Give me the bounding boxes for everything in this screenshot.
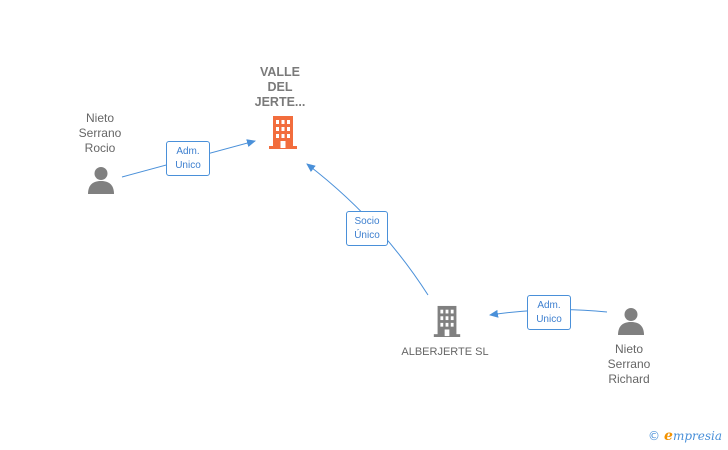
- node-label-richard: Nieto Serrano Richard: [607, 342, 651, 386]
- edge-label-alberjerte-valle[interactable]: Socio Único: [346, 211, 388, 246]
- node-label-valle: VALLE DEL JERTE...: [254, 65, 306, 109]
- person-icon[interactable]: [86, 165, 116, 200]
- person-icon[interactable]: [616, 306, 646, 341]
- brand-logo: ©empresia: [648, 428, 722, 444]
- building-icon[interactable]: [431, 303, 463, 344]
- edge-label-richard-alberjerte[interactable]: Adm. Unico: [527, 295, 571, 330]
- copyright-icon: ©: [648, 429, 661, 443]
- node-label-rocio: Nieto Serrano Rocio: [78, 111, 122, 155]
- edge-label-rocio-valle[interactable]: Adm. Unico: [166, 141, 210, 176]
- building-icon[interactable]: [266, 114, 300, 155]
- node-label-alberjerte: ALBERJERTE SL: [401, 346, 489, 358]
